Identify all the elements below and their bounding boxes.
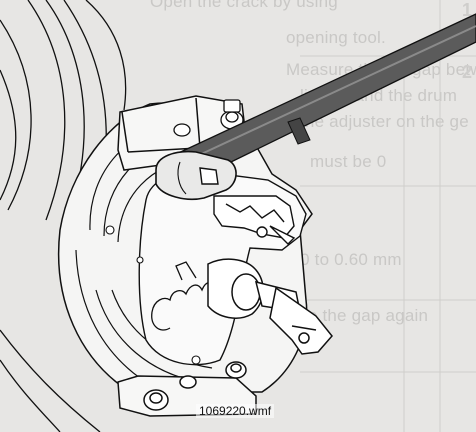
- ghost-text-line: Open the crack by using: [150, 0, 338, 11]
- ghost-step-number: 2: [462, 62, 473, 82]
- ghost-text-line: the adjuster on the ge: [300, 112, 469, 131]
- ghost-page-rules: [300, 0, 476, 432]
- adjuster-lever: [213, 195, 296, 245]
- housing-rivets: [105, 225, 201, 365]
- figure-caption: 1069220.wmf: [196, 404, 275, 418]
- ghost-step-number: 1: [462, 0, 473, 20]
- cam-shaft-lever: [207, 258, 333, 355]
- ghost-text-line: opening tool.: [286, 28, 386, 47]
- wrench-tool: [155, 13, 476, 200]
- ghost-text-line: must be 0: [310, 152, 387, 171]
- bracket-bolts: [173, 99, 244, 137]
